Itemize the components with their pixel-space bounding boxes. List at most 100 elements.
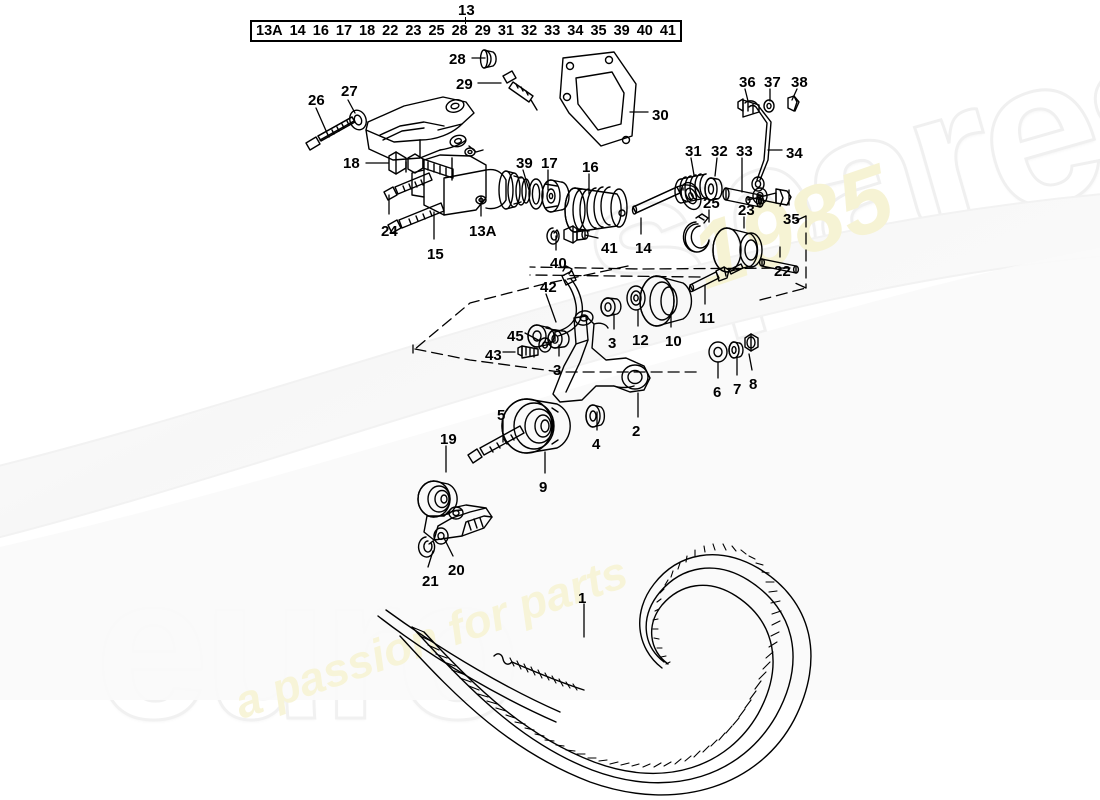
part-list: 13A 14 16 17 18 22 23 25 28 29 31 32 33 … <box>252 22 680 40</box>
part-2-tensioner-arm <box>553 309 650 402</box>
callout-33: 33 <box>736 143 753 160</box>
callout-9: 9 <box>539 479 548 496</box>
part-18-bolt-and-nut <box>389 152 453 178</box>
callout-45: 45 <box>507 328 524 345</box>
part-list-item: 28 <box>451 23 468 39</box>
callout-3-b: 3 <box>608 335 617 352</box>
part-21-clip <box>419 537 435 557</box>
part-27-washer <box>347 108 369 132</box>
callout-37: 37 <box>764 74 781 91</box>
callout-4: 4 <box>592 436 601 453</box>
part-8-nut <box>745 334 758 351</box>
callout-25: 25 <box>703 195 720 212</box>
part-34-rod <box>745 101 771 204</box>
part-list-box <box>250 20 682 42</box>
callout-30: 30 <box>652 107 669 124</box>
part-38-clip <box>788 96 799 111</box>
part-30-gasket <box>560 52 636 146</box>
callout-6: 6 <box>713 384 722 401</box>
callout-35: 35 <box>783 211 800 228</box>
part-list-item: 35 <box>590 23 607 39</box>
callout-42: 42 <box>540 279 557 296</box>
part-31-spring <box>675 174 706 203</box>
callout-11: 11 <box>699 310 715 327</box>
callout-1: 1 <box>578 590 587 607</box>
part-41-fitting <box>564 226 588 243</box>
leader-lines <box>316 58 797 637</box>
callout-31: 31 <box>685 143 702 160</box>
part-10-roller <box>640 276 691 326</box>
part-5-bolt <box>468 426 524 463</box>
callout-38: 38 <box>791 74 808 91</box>
part-20-washer <box>434 528 448 544</box>
part-19-tensioner-pulley <box>418 481 457 517</box>
part-29-screw <box>503 71 537 110</box>
callout-16: 16 <box>582 159 599 176</box>
callout-7: 7 <box>733 381 742 398</box>
part-list-item: 32 <box>521 23 538 39</box>
part-22-pin <box>760 259 799 273</box>
part-list-item: 29 <box>474 23 491 39</box>
part-list-item: 13A <box>256 23 283 39</box>
part-25-clamp <box>683 214 709 252</box>
part-37-washer <box>764 100 774 112</box>
part-39-o-ring <box>529 179 543 209</box>
callout-14: 14 <box>635 240 652 257</box>
callout-2: 2 <box>632 423 641 440</box>
callout-29: 29 <box>456 76 473 93</box>
part-list-item: 39 <box>613 23 630 39</box>
callout-24: 24 <box>381 223 398 240</box>
callout-15: 15 <box>427 246 444 263</box>
part-4-spacer <box>586 405 604 427</box>
part-12-bearing <box>627 286 645 310</box>
callout-13a: 13A <box>469 223 497 240</box>
callout-12: 12 <box>632 332 649 349</box>
part-14-shaft <box>633 180 705 214</box>
callout-26: 26 <box>308 92 325 109</box>
callout-34: 34 <box>786 145 803 162</box>
callout-32: 32 <box>711 143 728 160</box>
part-17-hub <box>542 180 569 212</box>
part-list-item: 25 <box>428 23 445 39</box>
bracket-arms <box>366 97 483 160</box>
part-list-item: 23 <box>405 23 422 39</box>
callout-19: 19 <box>440 431 457 448</box>
part-list-item: 16 <box>312 23 329 39</box>
part-list-item: 40 <box>636 23 653 39</box>
callout-28: 28 <box>449 51 466 68</box>
part-28-cap <box>481 50 497 68</box>
callout-18: 18 <box>343 155 360 172</box>
part-24-bolt <box>384 173 432 200</box>
part-11-bolt <box>690 264 744 292</box>
part-7-washer <box>729 342 743 358</box>
part-9-pulley <box>502 399 570 453</box>
callout-17: 17 <box>541 155 558 172</box>
part-1-timing-belt <box>378 544 811 795</box>
assembly-bracket-dashed <box>415 216 806 372</box>
part-list-item: 33 <box>544 23 561 39</box>
part-list-item: 41 <box>659 23 676 39</box>
part-40-clip <box>547 228 559 244</box>
part-list-item: 34 <box>567 23 584 39</box>
callout-43: 43 <box>485 347 502 364</box>
part-35-bolt <box>746 189 791 206</box>
callout-22: 22 <box>774 263 791 280</box>
callout-20: 20 <box>448 562 465 579</box>
part-list-item: 31 <box>497 23 515 39</box>
part-32-washer <box>705 178 722 200</box>
part-16-bellows <box>565 187 627 232</box>
callout-41: 41 <box>601 240 618 257</box>
part-13a-pump-body <box>412 155 530 215</box>
part-list-item: 17 <box>335 23 353 39</box>
callout-40: 40 <box>550 255 567 272</box>
part-list-item: 14 <box>289 23 306 39</box>
callout-39: 39 <box>516 155 533 172</box>
part-43-screw <box>518 346 538 358</box>
callout-36: 36 <box>739 74 756 91</box>
part-list-item: 22 <box>382 23 399 39</box>
callout-27: 27 <box>341 83 358 100</box>
part-6-washer <box>709 342 727 362</box>
callout-8: 8 <box>749 376 758 393</box>
callout-10: 10 <box>665 333 682 350</box>
